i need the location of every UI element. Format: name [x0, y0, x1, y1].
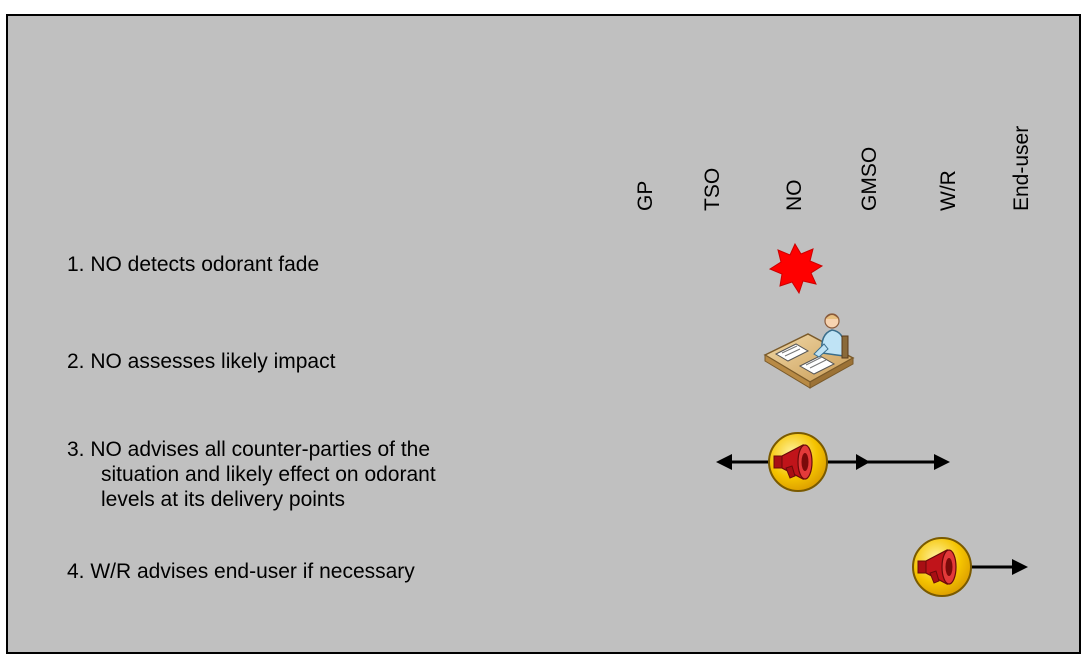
megaphone-icon [768, 432, 828, 492]
step-1-text: 1. NO detects odorant fade [67, 252, 319, 277]
step-4-arrow [968, 559, 1028, 575]
megaphone-icon [912, 537, 972, 597]
step-1-label: 1. NO detects odorant fade [67, 253, 320, 276]
alert-star-icon [768, 242, 824, 295]
step-3-arrows [716, 454, 950, 470]
step-3-text: 3. NO advises all counter-parties of the… [67, 437, 436, 512]
step-2-label: 2. NO assesses likely impact [67, 350, 336, 373]
step-4-text: 4. W/R advises end-user if necessary [67, 559, 415, 584]
step-3-line-2: situation and likely effect on odorant [101, 463, 436, 486]
diagram-graphics [716, 242, 1028, 597]
person-at-desk-icon [763, 313, 855, 389]
process-slide: GP TSO NO GMSO W/R End-user 1. NO detect… [6, 14, 1081, 654]
step-2-text: 2. NO assesses likely impact [67, 349, 335, 374]
step-3-line-3: levels at its delivery points [101, 488, 345, 511]
step-4-label: 4. W/R advises end-user if necessary [67, 560, 415, 583]
arrow-mid-head [856, 454, 870, 470]
arrow-right-head [934, 454, 950, 470]
arrow-left-head [716, 454, 732, 470]
step-3-line-1: 3. NO advises all counter-parties of the [67, 438, 431, 461]
